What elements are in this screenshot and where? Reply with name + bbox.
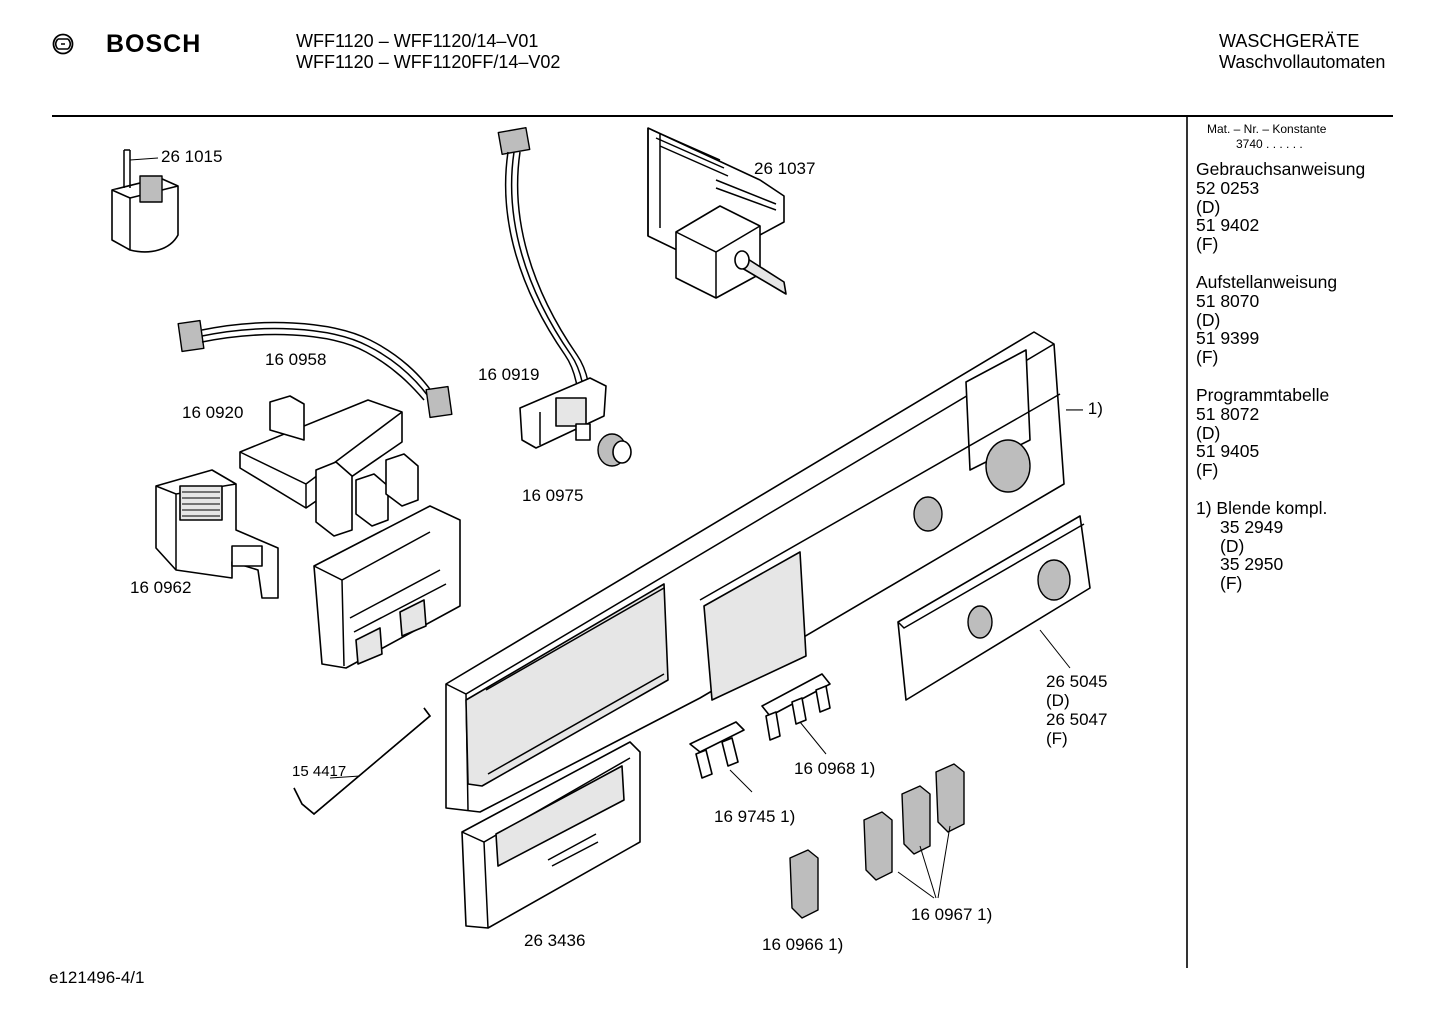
mat-nr-value: 3740 . . . . . . (1236, 137, 1303, 151)
bosch-logo-icon (52, 33, 74, 60)
doc-block-title: Gebrauchsanweisung (1196, 159, 1366, 179)
label-160920: 16 0920 (182, 403, 244, 422)
label-160919: 16 0919 (478, 365, 540, 384)
label-265045-line3: 26 5047 (1046, 710, 1108, 729)
part-169745-drawing (689, 721, 753, 793)
subcategory-title: Waschvollautomaten (1219, 52, 1386, 72)
part-261037-drawing (647, 127, 787, 299)
part-160919-drawing (497, 127, 607, 449)
doc-block-line: 51 8072 (1196, 403, 1260, 424)
part-160958-drawing (177, 319, 453, 419)
model-line-1: WFF1120 – WFF1120/14–V01 (296, 31, 539, 51)
doc-block-usage: Gebrauchsanweisung 52 0253 (D) 51 9402 (… (1196, 160, 1365, 254)
doc-block-line: (D) (1196, 196, 1221, 217)
doc-block-line: 51 8070 (1196, 290, 1260, 311)
part-160967-drawing (863, 763, 965, 899)
label-160958: 16 0958 (265, 350, 327, 369)
doc-block-line: (F) (1196, 460, 1219, 481)
part-160975-drawing (597, 433, 632, 467)
doc-block-line: (F) (1196, 347, 1219, 368)
doc-block-line: (F) (1196, 234, 1219, 255)
mat-nr-label: Mat. – Nr. – Konstante (1207, 122, 1327, 136)
part-160962-drawing (155, 469, 279, 599)
label-169745: 16 9745 1) (714, 807, 796, 826)
note-line: 35 2950 (1220, 554, 1284, 575)
drawing-id: e121496-4/1 (49, 968, 145, 987)
label-panel-text: 1) (1087, 399, 1103, 418)
doc-block-installation: Aufstellanweisung 51 8070 (D) 51 9399 (F… (1196, 273, 1337, 367)
part-panel-drawing (445, 331, 1065, 813)
doc-block-line: 51 9402 (1196, 215, 1260, 236)
doc-block-title: Aufstellanweisung (1196, 272, 1338, 292)
note-line: (F) (1220, 573, 1243, 594)
note-line: (D) (1220, 535, 1245, 556)
label-265045-line1: 26 5045 (1046, 672, 1108, 691)
label-154417: 15 4417 (292, 763, 347, 780)
doc-block-line: 51 9405 (1196, 441, 1260, 462)
part-bracket-drawing (313, 505, 461, 669)
label-261015: 26 1015 (161, 147, 223, 166)
label-panel: — 1) (1066, 399, 1103, 418)
label-160967: 16 0967 1) (911, 905, 993, 924)
brand-name: BOSCH (106, 30, 202, 58)
note-title: 1) Blende kompl. (1196, 498, 1328, 518)
model-line-2: WFF1120 – WFF1120FF/14–V02 (296, 52, 561, 72)
label-265045-line4: (F) (1046, 729, 1068, 748)
label-265045-line2: (D) (1046, 691, 1070, 710)
doc-block-program-table: Programmtabelle 51 8072 (D) 51 9405 (F) (1196, 386, 1329, 480)
part-263436-drawing (461, 741, 641, 929)
part-154417-drawing (293, 707, 432, 815)
doc-block-line: 52 0253 (1196, 177, 1260, 198)
part-265045-drawing (897, 515, 1091, 701)
label-263436: 26 3436 (524, 931, 586, 950)
label-160962: 16 0962 (130, 578, 192, 597)
doc-block-title: Programmtabelle (1196, 385, 1330, 405)
doc-block-line: (D) (1196, 309, 1221, 330)
label-261037: 26 1037 (754, 159, 816, 178)
part-160966-drawing (789, 849, 819, 919)
label-160975: 16 0975 (522, 486, 584, 505)
label-160968: 16 0968 1) (794, 759, 876, 778)
part-160968-drawing (761, 673, 831, 755)
part-160920-drawing (239, 395, 419, 537)
doc-block-line: 51 9399 (1196, 328, 1260, 349)
part-261015-drawing (111, 149, 179, 253)
doc-block-line: (D) (1196, 422, 1221, 443)
label-160966: 16 0966 1) (762, 935, 844, 954)
category-title: WASCHGERÄTE (1219, 31, 1360, 51)
note-line: 35 2949 (1220, 516, 1284, 537)
note-panel-complete: 1) Blende kompl. 35 2949 (D) 35 2950 (F) (1196, 499, 1327, 593)
